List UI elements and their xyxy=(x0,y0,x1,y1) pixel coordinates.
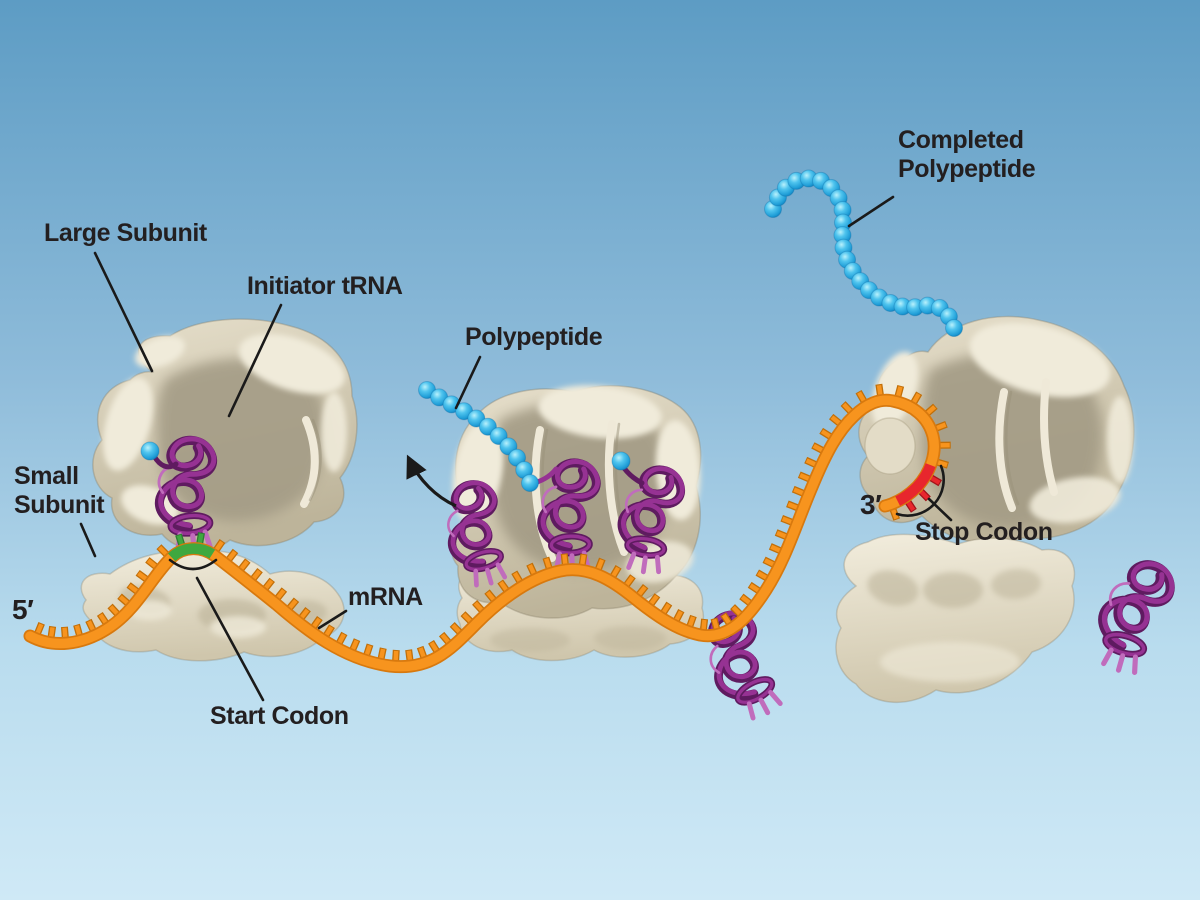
label-three-prime: 3′ xyxy=(860,489,882,520)
leader-stop-codon xyxy=(927,497,953,522)
leader-mrna xyxy=(317,609,348,630)
start-codon-bracket xyxy=(168,558,218,571)
leader-large-subunit xyxy=(93,251,154,373)
label-start-codon: Start Codon xyxy=(210,702,349,730)
trna3-bead-stalk xyxy=(621,465,645,486)
mrna-loop-knob xyxy=(864,417,916,475)
mrna-strand xyxy=(23,383,951,674)
leader-polypeptide xyxy=(454,355,482,410)
label-initiator-trna: Initiator tRNA xyxy=(247,272,403,300)
completed-polypeptide-chain xyxy=(764,169,963,337)
free-trna-2 xyxy=(1090,555,1177,678)
label-stop-codon: Stop Codon xyxy=(915,518,1053,546)
initiator-bead-stalk xyxy=(151,453,179,470)
leader-start-codon xyxy=(195,576,265,702)
label-completed-polypeptide: Completed Polypeptide xyxy=(898,126,1036,183)
label-small-subunit: Small Subunit xyxy=(14,462,105,519)
start-codon-band xyxy=(27,395,940,672)
initiator-amino-acid-bead xyxy=(140,441,160,461)
ribosome-left-large-subunit xyxy=(92,318,358,551)
label-large-subunit: Large Subunit xyxy=(44,219,207,247)
label-polypeptide: Polypeptide xyxy=(465,323,603,351)
leader-initiator-trna xyxy=(227,303,283,418)
label-five-prime: 5′ xyxy=(12,594,34,625)
label-mrna: mRNA xyxy=(348,583,423,611)
ribosome-right-small-subunit xyxy=(835,533,1076,704)
leader-small-subunit xyxy=(79,522,97,558)
leader-completed-polypeptide xyxy=(847,195,895,228)
ribosome-direction-arrow xyxy=(406,454,457,508)
polypeptide-chain xyxy=(418,381,539,492)
ribosome-right-large-subunit xyxy=(858,315,1135,545)
trna3-amino-acid-bead xyxy=(611,451,631,471)
